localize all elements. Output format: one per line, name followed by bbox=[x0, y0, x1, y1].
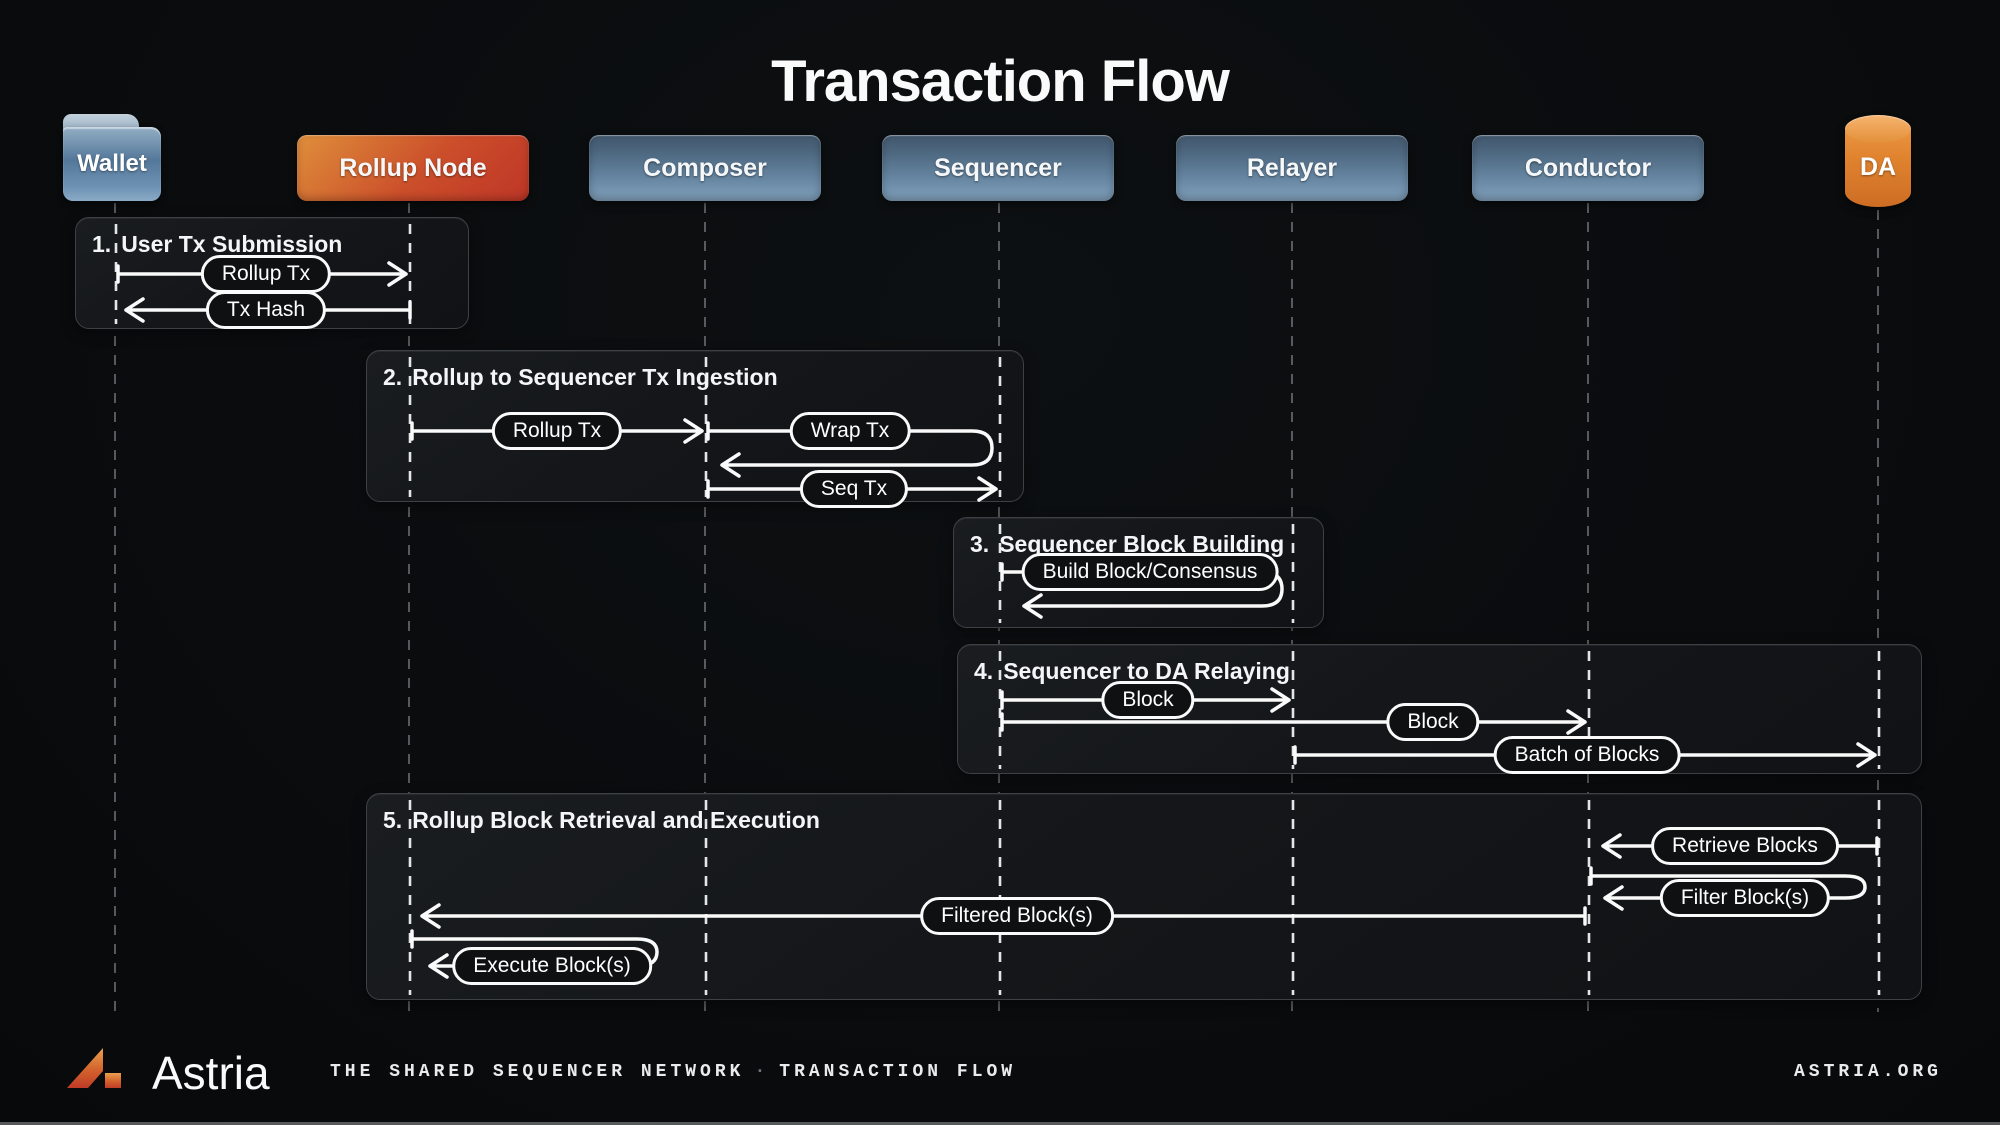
tagline-flow: TRANSACTION FLOW bbox=[779, 1062, 1017, 1082]
footer-tagline: THE SHARED SEQUENCER NETWORK · TRANSACTION… bbox=[330, 1062, 1016, 1082]
message-pill: Filter Block(s) bbox=[1659, 879, 1831, 917]
actor-wallet-label: Wallet bbox=[63, 127, 161, 201]
page-title: Transaction Flow bbox=[771, 49, 1230, 114]
lifeline-conductor bbox=[1587, 203, 1589, 1012]
section-3-title: 3.Sequencer Block Building bbox=[970, 531, 1285, 557]
message-pill: Retrieve Blocks bbox=[1651, 827, 1839, 865]
actor-rollup-node: Rollup Node bbox=[297, 135, 529, 201]
section-5-title: 5.Rollup Block Retrieval and Execution bbox=[383, 807, 820, 833]
actor-conductor: Conductor bbox=[1472, 135, 1704, 201]
message-pill: Filtered Block(s) bbox=[920, 897, 1114, 935]
section-panel-2: 2.Rollup to Sequencer Tx Ingestion Rollu… bbox=[366, 350, 1024, 508]
actor-da-label: DA bbox=[1859, 153, 1897, 181]
section-panel-5: 5.Rollup Block Retrieval and Execution R… bbox=[366, 793, 1922, 1000]
message-pill: Tx Hash bbox=[205, 291, 327, 329]
message-pill: Rollup Tx bbox=[200, 255, 332, 293]
footer-site-url: ASTRIA.ORG bbox=[1793, 1062, 1942, 1082]
message-pill: Block bbox=[1386, 703, 1480, 741]
actor-da: DA bbox=[1845, 115, 1911, 207]
message-pill: Batch of Blocks bbox=[1493, 736, 1681, 774]
message-pill: Execute Block(s) bbox=[452, 947, 652, 985]
tagline-separator: · bbox=[754, 1062, 770, 1082]
section-4-title: 4.Sequencer to DA Relaying bbox=[974, 658, 1290, 684]
bottom-edge-line bbox=[0, 1122, 2000, 1125]
message-pill: Build Block/Consensus bbox=[1021, 553, 1279, 591]
astria-logo-icon bbox=[67, 1048, 121, 1088]
section-1-title: 1.User Tx Submission bbox=[92, 231, 343, 257]
section-2-title: 2.Rollup to Sequencer Tx Ingestion bbox=[383, 364, 778, 390]
message-pill: Block bbox=[1101, 681, 1195, 719]
da-database-icon-top bbox=[1845, 115, 1911, 143]
lifeline-rollup-node bbox=[408, 203, 410, 1012]
actor-wallet: Wallet bbox=[63, 114, 161, 201]
message-pill: Rollup Tx bbox=[491, 412, 623, 450]
actor-sequencer: Sequencer bbox=[882, 135, 1114, 201]
actor-composer: Composer bbox=[589, 135, 821, 201]
section-panel-3: 3.Sequencer Block Building Build Block/C… bbox=[953, 517, 1324, 628]
section-panel-4: 4.Sequencer to DA Relaying Block Block B… bbox=[957, 644, 1922, 774]
message-pill: Seq Tx bbox=[799, 470, 909, 508]
section-panel-1: 1.User Tx Submission Rollup Tx Tx Hash bbox=[75, 217, 469, 329]
lifeline-wallet bbox=[114, 203, 116, 1012]
message-pill: Wrap Tx bbox=[789, 412, 911, 450]
lifeline-da bbox=[1877, 210, 1879, 1012]
actor-relayer: Relayer bbox=[1176, 135, 1408, 201]
lifeline-composer bbox=[704, 203, 706, 1012]
tagline-network: THE SHARED SEQUENCER NETWORK bbox=[330, 1062, 745, 1082]
brand-wordmark: Astria bbox=[152, 1047, 270, 1099]
section-3-arrows bbox=[998, 524, 1295, 623]
